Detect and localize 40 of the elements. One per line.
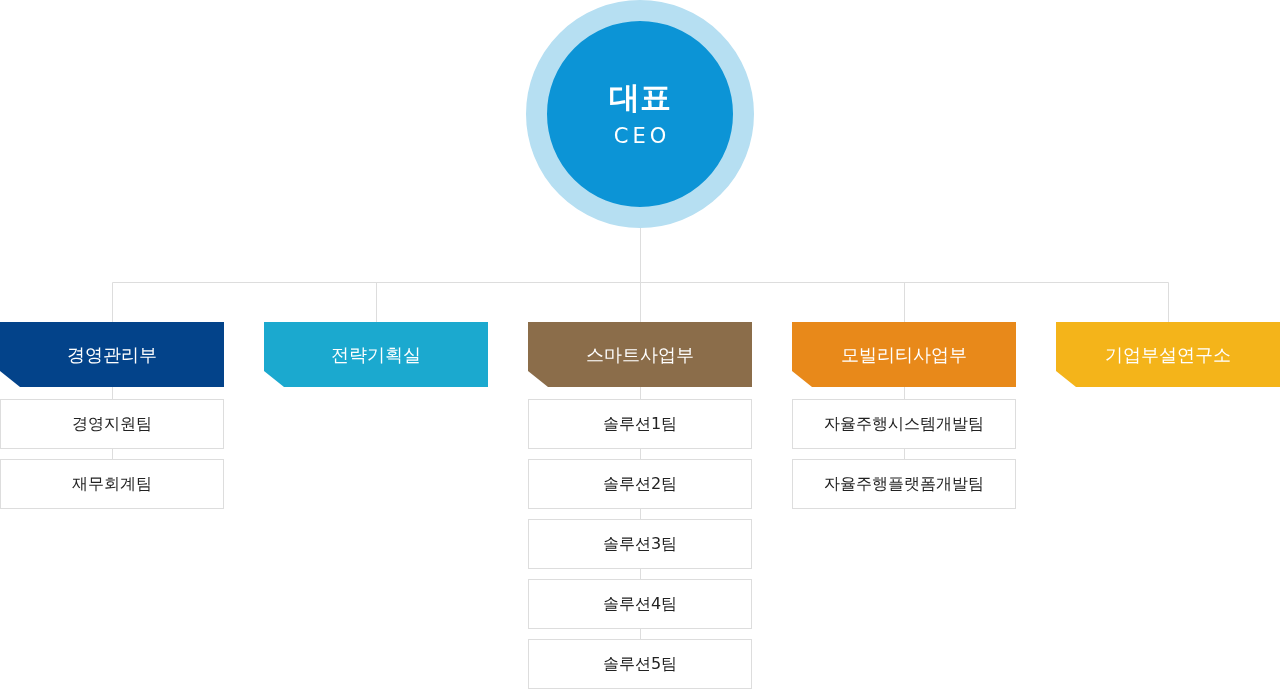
team-name: 솔루션5팀 xyxy=(602,654,678,674)
ceo-title: 대표 xyxy=(609,79,671,115)
team-name: 자율주행시스템개발팀 xyxy=(824,414,984,434)
department-name: 기업부설연구소 xyxy=(1105,343,1231,366)
team-name: 솔루션3팀 xyxy=(602,534,678,554)
team-box xyxy=(792,459,1016,509)
team-box xyxy=(0,459,224,509)
connector-line xyxy=(112,386,113,400)
team-box xyxy=(792,399,1016,449)
department-name: 모빌리티사업부 xyxy=(841,343,967,366)
connector-line xyxy=(112,227,1169,323)
connector-line xyxy=(640,386,641,400)
team-name: 자율주행플랫폼개발팀 xyxy=(824,474,984,494)
connector-line xyxy=(640,628,641,640)
team-name: 솔루션4팀 xyxy=(602,594,678,614)
team-box xyxy=(528,399,752,449)
team-box xyxy=(0,399,224,449)
connector-line xyxy=(640,508,641,520)
ceo-subtitle: CEO xyxy=(612,123,671,149)
connector-line xyxy=(640,568,641,580)
team-box xyxy=(528,639,752,689)
connector-line xyxy=(904,448,905,460)
department-box xyxy=(0,322,224,387)
team-box xyxy=(528,519,752,569)
team-name: 재무회계팀 xyxy=(72,474,152,494)
department-name: 스마트사업부 xyxy=(586,343,694,366)
team-box xyxy=(528,459,752,509)
department-name: 전략기획실 xyxy=(331,343,421,366)
department-box xyxy=(1056,322,1280,387)
department-box xyxy=(264,322,488,387)
team-name: 솔루션1팀 xyxy=(602,414,678,434)
team-box xyxy=(528,579,752,629)
department-box xyxy=(528,322,752,387)
department-box xyxy=(792,322,1016,387)
department-name: 경영관리부 xyxy=(67,343,157,366)
connector-line xyxy=(112,448,113,460)
team-name: 솔루션2팀 xyxy=(602,474,678,494)
team-name: 경영지원팀 xyxy=(72,414,152,434)
connector-line xyxy=(904,386,905,400)
connector-line xyxy=(640,448,641,460)
